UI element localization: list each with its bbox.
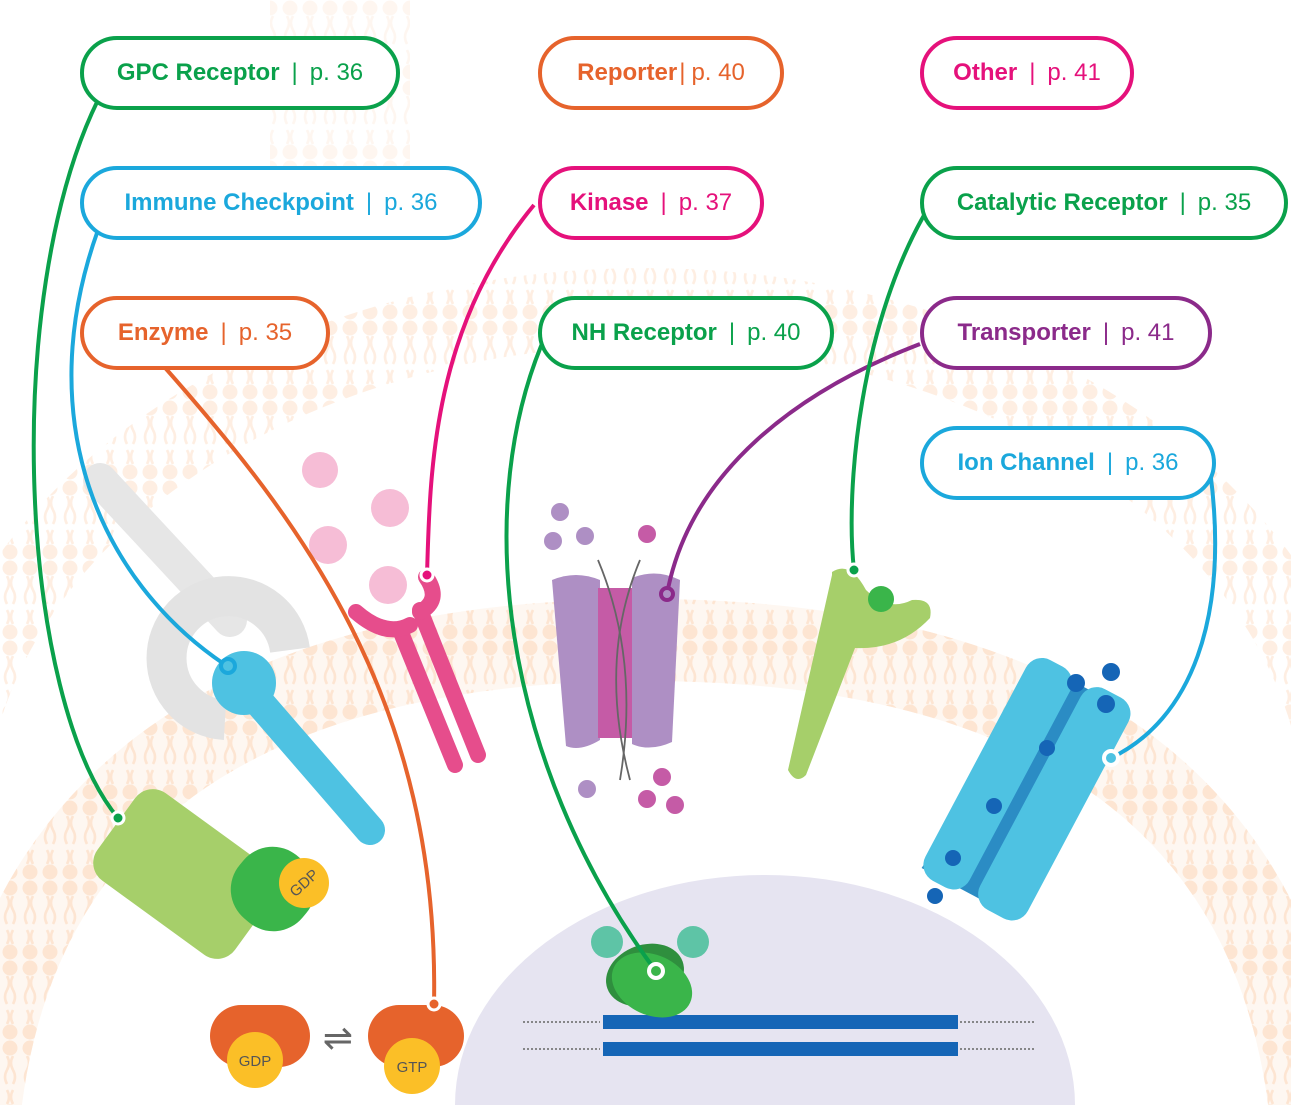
pill-name: Catalytic Receptor (956, 189, 1168, 216)
pill-page: p. 37 (678, 189, 733, 216)
pill-other[interactable]: Other|p. 41 (920, 36, 1134, 110)
pill-catalytic-receptor[interactable]: Catalytic Receptor|p. 35 (920, 166, 1288, 240)
pill-page: p. 36 (309, 59, 364, 86)
pill-name: NH Receptor (571, 319, 717, 346)
pill-name: Other (953, 59, 1018, 86)
pill-ion-channel[interactable]: Ion Channel|p. 36 (920, 426, 1216, 500)
pill-name: Kinase (569, 189, 649, 216)
pill-gpc-receptor[interactable]: GPC Receptor|p. 36 (80, 36, 400, 110)
pill-reporter[interactable]: Reporter|p. 40 (538, 36, 784, 110)
nucleus (455, 875, 1075, 1105)
equilibrium-arrows: ⇌ (323, 1017, 353, 1058)
kinase-receptor-icon (302, 452, 486, 773)
pill-page: p. 36 (384, 189, 438, 216)
pill-name: Immune Checkpoint (124, 189, 354, 216)
pill-immune-checkpoint[interactable]: Immune Checkpoint|p. 36 (80, 166, 482, 240)
gdp-label: GDP (239, 1053, 272, 1070)
pill-page: p. 40 (747, 319, 801, 346)
pill-page: p. 41 (1047, 59, 1101, 86)
leader-endpoints (110, 562, 1120, 1012)
dna-strands (523, 1015, 1035, 1056)
pill-page: p. 41 (1121, 319, 1175, 346)
pill-name: Transporter (957, 319, 1091, 346)
gdp-gtp-exchange (210, 1005, 464, 1094)
pill-page: p. 36 (1125, 449, 1179, 476)
pill-nh-receptor[interactable]: NH Receptor|p. 40 (538, 296, 834, 370)
gtp-label: GTP (397, 1059, 428, 1076)
pill-page: p. 35 (1197, 189, 1252, 216)
transporter-icon (544, 503, 684, 814)
gpc-receptor-icon (93, 789, 329, 959)
pill-name: Enzyme (117, 319, 209, 346)
pill-enzyme[interactable]: Enzyme|p. 35 (80, 296, 330, 370)
pill-name: Reporter (577, 59, 678, 86)
immune-checkpoint-icon (83, 463, 385, 845)
pill-page: p. 40 (691, 59, 745, 86)
nuclear-receptor-icon (591, 926, 709, 1018)
pill-transporter[interactable]: Transporter|p. 41 (920, 296, 1212, 370)
ion-channel-icon (921, 657, 1131, 921)
pill-name: Ion Channel (957, 449, 1095, 476)
pill-page: p. 35 (238, 319, 293, 346)
pill-name: GPC Receptor (116, 59, 280, 86)
catalytic-receptor-icon (788, 568, 931, 779)
pill-kinase[interactable]: Kinase|p. 37 (538, 166, 764, 240)
leader-lines (31, 99, 1218, 1006)
